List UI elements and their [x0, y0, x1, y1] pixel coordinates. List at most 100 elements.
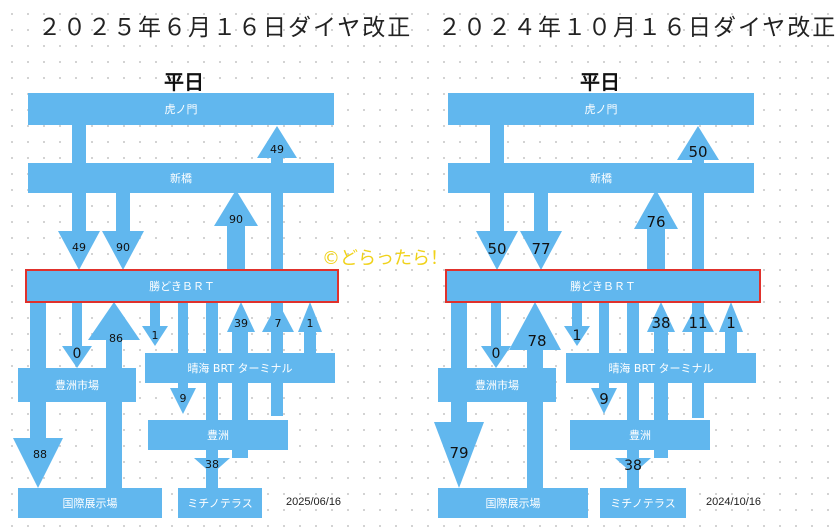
right-box-harumi: [566, 353, 756, 383]
right-date: 2024/10/16: [706, 496, 762, 508]
right-arrowhead-50-down: [476, 231, 518, 270]
right-label-kokusai: 国際展示場: [486, 497, 541, 510]
right-arrowhead-1-up: [719, 302, 743, 332]
left-count-kokusai-to-kachidoki: 86: [109, 332, 123, 345]
right-arrowhead-77-down: [520, 231, 562, 270]
right-label-toyosu: 豊洲: [629, 429, 651, 442]
left-arrowhead-39-up: [227, 302, 255, 332]
right-label-shimbashi: 新橋: [590, 171, 612, 185]
left-count-toyosu-market-to-kokusai: 88: [33, 448, 47, 461]
right-count-kokusai-to-kachidoki: 78: [527, 332, 546, 350]
right-box-kachidoki: [445, 269, 761, 303]
right-title: ２０２４年１０月１６日ダイヤ改正: [438, 15, 837, 41]
right-count-harumi-up-right: 1: [726, 314, 736, 332]
left-title: ２０２５年６月１６日ダイヤ改正: [38, 15, 413, 41]
left-box-toyosu: [148, 420, 288, 450]
left-shaft-0: [72, 302, 82, 346]
left-label-toranomon: 虎ノ門: [165, 103, 198, 116]
left-shaft-86: [106, 340, 122, 490]
left-count-kachidoki-to-toyosu-market: 0: [73, 346, 82, 362]
left-count-shimbashi-to-kachidoki: 90: [116, 241, 130, 254]
right-arrowhead-79-down: [434, 422, 484, 488]
right-panel: [434, 93, 761, 518]
left-arrowhead-0-down: [62, 346, 92, 368]
left-arrowhead-49-down: [58, 231, 100, 270]
left-count-kachidoki-to-harumi: 1: [152, 329, 159, 342]
left-count-kachidoki-to-harumi-lower: 9: [180, 392, 187, 405]
left-count-kachidoki-to-toranomon: 49: [270, 143, 284, 156]
left-arrowhead-38-down: [194, 458, 230, 474]
right-arrowhead-38-down: [615, 458, 651, 474]
left-shaft-1down: [150, 302, 160, 326]
right-shaft-0: [491, 302, 501, 346]
left-shaft-9: [178, 302, 188, 388]
right-arrowhead-9-down: [591, 388, 617, 414]
right-count-shimbashi-to-kachidoki: 77: [531, 240, 550, 258]
right-shaft-1up: [725, 332, 737, 356]
right-box-kokusai: [438, 488, 588, 518]
right-box-toyosu-market: [438, 368, 556, 402]
left-arrowhead-90-down: [102, 231, 144, 270]
left-shaft-1up: [304, 332, 316, 356]
right-box-michinoterrace: [600, 488, 686, 518]
right-counts: 50 77 76 50 0 78 1 38 11 1 79 9 38: [449, 143, 735, 474]
left-box-harumi: [145, 353, 335, 383]
left-shaft-shimbashi-down: [116, 193, 130, 231]
left-label-kachidoki: 勝どきＢＲＴ: [149, 279, 215, 293]
route-diagram: 虎ノ門 新橋 勝どきＢＲＴ 豊洲市場 晴海 BRT ターミナル 豊洲 国際展示場…: [13, 93, 761, 518]
right-arrowhead-38-up: [647, 302, 675, 332]
right-box-toyosu: [570, 420, 710, 450]
left-box-toranomon: [28, 93, 334, 125]
left-count-toyosu-to-kachidoki: 7: [275, 317, 282, 330]
left-arrowhead-9-down: [170, 388, 196, 414]
left-label-toyosu-market: 豊洲市場: [55, 378, 99, 392]
right-shaft-1down: [572, 302, 582, 326]
right-label-michinoterrace: ミチノテラス: [610, 497, 675, 510]
right-shaft-9: [599, 302, 609, 388]
right-count-kachidoki-to-harumi-lower: 9: [599, 390, 609, 408]
left-label-kokusai: 国際展示場: [63, 497, 118, 510]
left-box-toyosu-market: [18, 368, 136, 402]
right-count-kachidoki-to-toranomon: 50: [688, 143, 707, 161]
right-count-kachidoki-to-toyosu-market: 0: [492, 346, 501, 362]
right-count-toranomon-to-kachidoki: 50: [487, 240, 506, 258]
left-box-kokusai: [18, 488, 162, 518]
left-arrowhead-1-up: [298, 302, 322, 332]
left-arrowhead-1-down: [142, 326, 168, 346]
left-counts: 49 90 90 49 0 86 1 39 7 1 88 9 38: [33, 143, 314, 471]
right-count-toyosu-market-to-kokusai: 79: [449, 444, 468, 462]
right-count-harumi-to-kachidoki: 38: [651, 314, 670, 332]
right-box-labels: 虎ノ門 新橋 勝どきＢＲＴ 豊洲市場 晴海 BRT ターミナル 豊洲 国際展示場…: [475, 103, 714, 510]
left-label-michinoterrace: ミチノテラス: [187, 497, 252, 510]
right-label-toranomon: 虎ノ門: [585, 103, 618, 116]
right-shaft-79: [451, 302, 467, 422]
right-shaft-up-76: [647, 229, 665, 270]
right-label-harumi: 晴海 BRT ターミナル: [608, 361, 713, 375]
left-count-toyosu-to-michinoterrace: 38: [205, 458, 219, 471]
left-shaft-38: [206, 450, 218, 458]
right-box-toranomon: [448, 93, 754, 125]
left-box-labels: 虎ノ門 新橋 勝どきＢＲＴ 豊洲市場 晴海 BRT ターミナル 豊洲 国際展示場…: [55, 103, 293, 510]
right-count-toyosu-to-kachidoki: 11: [688, 314, 707, 332]
left-count-harumi-up-right: 1: [307, 317, 314, 330]
left-box-michinoterrace: [178, 488, 262, 518]
left-arrowhead-88-down: [13, 438, 63, 488]
left-arrowhead-49-up: [257, 126, 297, 158]
right-label-kachidoki: 勝どきＢＲＴ: [570, 279, 636, 293]
left-label-shimbashi: 新橋: [170, 171, 192, 185]
left-arrowhead-86-up: [88, 302, 140, 340]
left-box-kachidoki: [25, 269, 339, 303]
left-subtitle: 平日: [164, 70, 204, 94]
left-date: 2025/06/16: [286, 496, 342, 508]
right-shaft-38: [627, 450, 639, 458]
right-subtitle: 平日: [580, 70, 620, 94]
left-panel: [13, 93, 339, 518]
right-arrowhead-0-down: [481, 346, 511, 368]
left-label-harumi: 晴海 BRT ターミナル: [187, 361, 292, 375]
left-count-toranomon-to-kachidoki: 49: [72, 241, 86, 254]
left-count-kachidoki-to-shimbashi: 90: [229, 213, 243, 226]
left-label-toyosu: 豊洲: [207, 429, 229, 442]
right-label-toyosu-market: 豊洲市場: [475, 378, 519, 392]
left-count-harumi-to-kachidoki: 39: [234, 317, 248, 330]
watermark-text: ©どらったら！: [322, 248, 448, 269]
